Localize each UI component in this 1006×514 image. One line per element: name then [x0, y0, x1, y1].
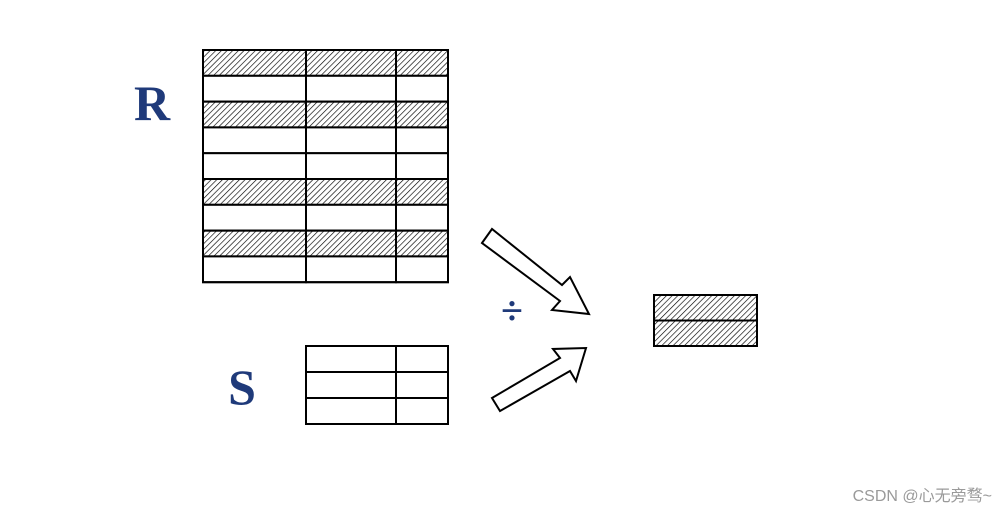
result-cell	[653, 319, 758, 347]
relation-s-cell	[395, 345, 449, 373]
relation-r-cell	[305, 49, 397, 77]
relation-r-table	[202, 49, 449, 284]
relation-r-cell	[395, 74, 449, 103]
relation-s-cell	[395, 397, 449, 425]
relation-r-cell	[202, 152, 307, 180]
relation-r-cell	[202, 255, 307, 284]
relation-s-outline	[305, 345, 449, 425]
relation-r-cell	[305, 152, 397, 180]
relation-r-label: R	[134, 75, 171, 131]
relation-s-label: S	[228, 359, 256, 415]
relation-r-cell	[305, 74, 397, 103]
relation-r-cell	[395, 49, 449, 77]
result-outline	[653, 294, 758, 347]
relation-r-cell	[395, 126, 449, 155]
relation-r-cell	[395, 255, 449, 284]
relation-r-cell	[202, 229, 307, 258]
result-table	[653, 294, 758, 347]
relation-s-table	[305, 345, 449, 425]
relation-r-cell	[202, 49, 307, 77]
relation-r-cell	[202, 74, 307, 103]
relation-s-cell	[305, 345, 397, 373]
relation-r-cell	[305, 255, 397, 284]
relation-s-cell	[395, 371, 449, 399]
division-operator: ÷	[501, 288, 523, 333]
arrow-down-right-icon	[480, 227, 591, 316]
watermark: CSDN @心无旁骛~	[852, 488, 992, 505]
relation-r-cell	[305, 203, 397, 232]
arrow-up-right-icon	[490, 346, 588, 413]
relation-r-cell	[202, 100, 307, 129]
relation-r-cell	[305, 229, 397, 258]
relation-r-outline	[202, 49, 449, 284]
relation-r-cell	[395, 203, 449, 232]
relation-r-cell	[395, 178, 449, 206]
relation-s-cell	[305, 397, 397, 425]
relation-r-cell	[202, 178, 307, 206]
relation-r-cell	[395, 152, 449, 180]
relation-r-cell	[305, 100, 397, 129]
relation-r-cell	[305, 178, 397, 206]
relation-r-cell	[395, 229, 449, 258]
relation-s-cell	[305, 371, 397, 399]
result-cell	[653, 294, 758, 322]
relation-r-cell	[202, 126, 307, 155]
relation-r-cell	[305, 126, 397, 155]
relation-r-cell	[202, 203, 307, 232]
relation-r-cell	[395, 100, 449, 129]
